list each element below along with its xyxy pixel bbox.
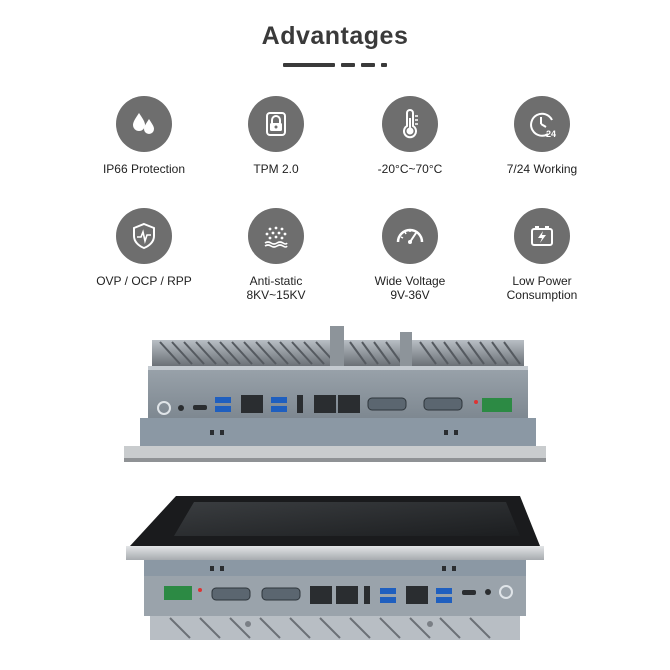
feature-label: 7/24 Working — [506, 162, 578, 176]
panel-pc-front-view-photo — [126, 496, 544, 640]
feature-antistatic: Anti-static 8KV~15KV — [206, 208, 346, 302]
lock-shield-icon — [248, 96, 304, 152]
shield-pulse-icon — [116, 208, 172, 264]
feature-label: TPM 2.0 — [253, 162, 299, 176]
svg-text:24: 24 — [546, 129, 556, 139]
panel-pc-rear-view-photo — [124, 326, 546, 462]
feature-wide-voltage: Wide Voltage 9V-36V — [340, 208, 480, 302]
water-drops-icon — [116, 96, 172, 152]
gauge-icon — [382, 208, 438, 264]
feature-label: Anti-static 8KV~15KV — [246, 274, 306, 302]
feature-temperature: -20°C~70°C — [340, 96, 480, 176]
page-title: Advantages — [261, 22, 409, 50]
static-dots-icon — [248, 208, 304, 264]
feature-label: IP66 Protection — [102, 162, 186, 176]
feature-label: Low Power Consumption — [506, 274, 578, 302]
feature-low-power: Low Power Consumption — [472, 208, 612, 302]
battery-icon — [514, 208, 570, 264]
feature-ip66: IP66 Protection — [74, 96, 214, 176]
feature-label: OVP / OCP / RPP — [96, 274, 192, 288]
feature-label: -20°C~70°C — [377, 162, 443, 176]
feature-label: Wide Voltage 9V-36V — [374, 274, 446, 302]
feature-tpm: TPM 2.0 — [206, 96, 346, 176]
thermometer-icon — [382, 96, 438, 152]
feature-protection: OVP / OCP / RPP — [74, 208, 214, 288]
clock-24-icon: 24 — [514, 96, 570, 152]
feature-24-7: 24 7/24 Working — [472, 96, 612, 176]
